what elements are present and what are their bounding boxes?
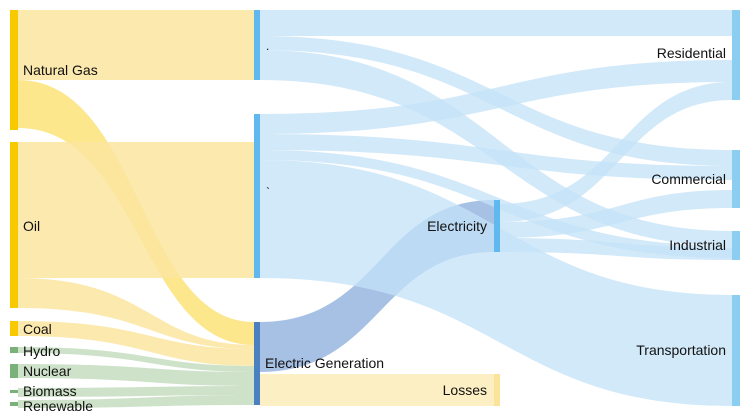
label-losses: Losses bbox=[443, 382, 487, 398]
label-gas-hub-mark: . bbox=[266, 39, 269, 53]
node-natural-gas bbox=[10, 10, 18, 130]
flow-oil-to-oil-hub bbox=[18, 142, 254, 278]
node-electricity bbox=[494, 200, 500, 252]
label-natural-gas: Natural Gas bbox=[23, 62, 98, 78]
node-residential bbox=[732, 10, 740, 100]
label-industrial: Industrial bbox=[669, 237, 726, 253]
flow-biomass-to-electric-generation bbox=[18, 386, 254, 397]
flows bbox=[18, 10, 732, 408]
flow-electricity-to-industrial bbox=[500, 238, 732, 260]
node-electric-generation bbox=[254, 322, 260, 405]
node-renewable bbox=[10, 402, 18, 406]
flow-oil-to-electric-generation bbox=[18, 278, 254, 349]
flow-oil-to-residential bbox=[260, 60, 732, 134]
label-electric-generation: Electric Generation bbox=[265, 355, 384, 371]
node-losses bbox=[494, 374, 500, 406]
label-oil: Oil bbox=[23, 218, 40, 234]
label-oil-hub-mark: ` bbox=[266, 185, 270, 199]
nodes bbox=[10, 10, 740, 406]
label-residential: Residential bbox=[657, 45, 726, 61]
flow-electricity-to-commercial bbox=[500, 190, 732, 238]
node-nuclear bbox=[10, 364, 18, 378]
flow-nuclear-to-electric-generation bbox=[18, 364, 254, 386]
label-renewable: Renewable bbox=[23, 398, 93, 414]
node-industrial bbox=[732, 231, 740, 260]
label-hydro: Hydro bbox=[23, 343, 61, 359]
flow-renewable-to-electric-generation bbox=[18, 395, 254, 408]
label-transportation: Transportation bbox=[636, 342, 726, 358]
label-nuclear: Nuclear bbox=[23, 363, 72, 379]
flow-electricity-to-residential bbox=[500, 82, 732, 222]
flow-gas-to-residential bbox=[260, 10, 732, 36]
label-commercial: Commercial bbox=[651, 171, 726, 187]
label-electricity: Electricity bbox=[427, 218, 487, 234]
node-oil-hub bbox=[254, 114, 260, 278]
node-hydro bbox=[10, 347, 18, 353]
flow-hydro-to-electric-generation bbox=[18, 347, 254, 372]
node-oil bbox=[10, 142, 18, 308]
node-biomass bbox=[10, 390, 18, 393]
label-coal: Coal bbox=[23, 321, 52, 337]
flow-electric-generation-to-losses bbox=[260, 374, 494, 406]
node-commercial bbox=[732, 150, 740, 208]
flow-coal-to-electric-generation bbox=[18, 321, 254, 366]
node-coal bbox=[10, 321, 18, 336]
labels: Natural Gas Oil Coal Hydro Nuclear Bioma… bbox=[23, 39, 726, 414]
flow-gas-to-industrial bbox=[260, 50, 732, 246]
label-biomass: Biomass bbox=[23, 383, 77, 399]
node-transportation bbox=[732, 295, 740, 406]
flow-oil-to-transportation bbox=[260, 160, 732, 406]
flow-natural-gas-to-gas-hub bbox=[18, 10, 254, 80]
node-gas-hub bbox=[254, 10, 260, 80]
flow-oil-to-commercial bbox=[260, 134, 732, 180]
